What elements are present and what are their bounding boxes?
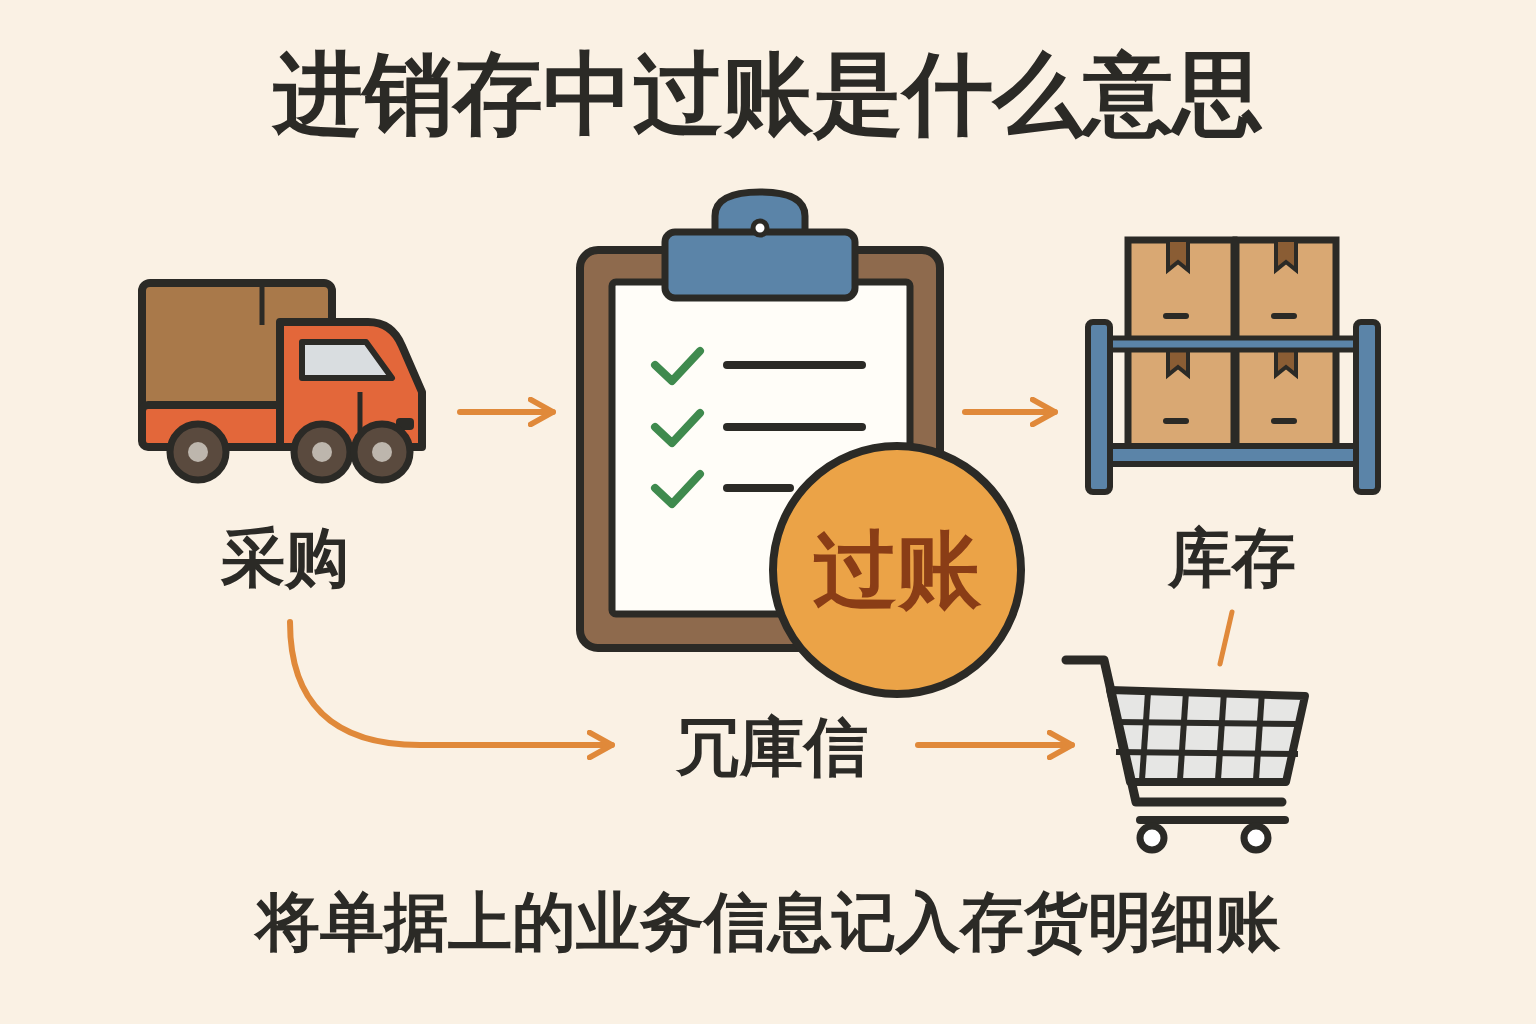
flow-label: 冗庫信: [670, 711, 874, 785]
flow-arrow: [460, 409, 553, 415]
node-label: 库存: [1168, 522, 1296, 596]
flow-arrow: [965, 409, 1055, 415]
curved-arrow: [290, 622, 612, 745]
cart-icon: [1066, 660, 1305, 850]
leader-line: [1220, 612, 1232, 664]
posting-node: 过账: [578, 188, 945, 650]
title: 进销存中过账是什么意思: [0, 42, 1536, 146]
truck-node: 采购: [130, 270, 440, 590]
node-label: 过账: [813, 522, 981, 619]
caption: 将单据上的业务信息记入存货明细账: [0, 886, 1536, 960]
inventory-node: 库存: [1080, 230, 1385, 590]
flow-arrow: [918, 742, 1072, 748]
node-label: 采购: [221, 522, 349, 596]
